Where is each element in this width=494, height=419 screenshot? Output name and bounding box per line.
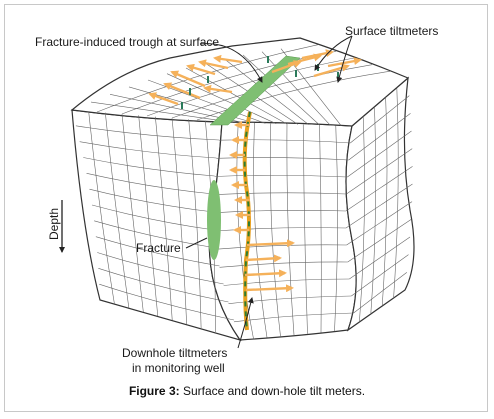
grid-line <box>347 219 412 263</box>
grid-line <box>105 112 130 309</box>
trough-label: Fracture-induced trough at surface <box>35 35 219 49</box>
grid-line <box>79 141 217 159</box>
grid-line <box>166 73 277 124</box>
grid-line <box>345 183 413 229</box>
grid-line <box>347 130 412 178</box>
grid-line <box>97 252 224 285</box>
grid-line <box>86 173 214 195</box>
grid-line <box>138 115 159 317</box>
downhole-tilt-arrow <box>245 254 282 263</box>
fracture-leader <box>185 237 208 249</box>
figure-caption: Figure 3: Surface and down-hole tilt met… <box>0 384 494 398</box>
grid-line <box>286 123 295 336</box>
grid-line <box>351 254 409 297</box>
grid-line <box>213 209 346 214</box>
caption-text: Surface and down-hole tilt meters. <box>179 384 366 398</box>
grid-line <box>359 116 365 323</box>
grid-line <box>83 157 215 177</box>
surface-tilt-arrow <box>287 53 322 66</box>
surface-tilt-arrow <box>301 49 334 60</box>
surface-tilt-arrow <box>148 92 179 106</box>
grid-line <box>91 204 215 231</box>
downhole-tilt-arrow <box>245 284 294 293</box>
monitoring-well <box>242 111 252 331</box>
grid-line <box>353 272 407 314</box>
grid-line <box>89 188 214 213</box>
surface-tilt-arrow <box>271 60 302 74</box>
right-side-face <box>345 76 415 332</box>
grid-line <box>350 95 410 144</box>
grid-line <box>223 278 350 286</box>
grid-line <box>99 283 235 321</box>
surface-tilt-arrow <box>170 70 206 88</box>
grid-line <box>346 148 413 195</box>
grid-line <box>228 295 352 304</box>
grid-line <box>75 125 220 141</box>
grid-line <box>196 71 391 121</box>
grid-line <box>155 116 173 321</box>
depth-label: Depth <box>47 208 61 240</box>
surface-tilt-arrow <box>198 59 229 70</box>
grid-line <box>393 87 399 299</box>
grid-line <box>349 236 411 280</box>
grid-line <box>346 201 413 246</box>
downhole-label-line1: Downhole tiltmeters <box>122 346 227 360</box>
tiltmeter-leader-2 <box>336 35 353 83</box>
downhole-tilt-arrow <box>246 239 295 248</box>
downhole-tilt-arrow <box>244 269 287 278</box>
surface-tiltmeters-label: Surface tiltmeters <box>345 24 438 38</box>
grid-line <box>214 227 347 232</box>
grid-line <box>216 244 347 250</box>
grid-line <box>370 106 377 315</box>
grid-line <box>98 268 229 303</box>
surface-tilt-arrows <box>148 49 362 106</box>
surface-tilt-arrow <box>186 63 216 76</box>
grid-line <box>242 54 320 126</box>
grid-line <box>345 166 413 212</box>
grid-line <box>261 51 331 126</box>
grid-line <box>188 119 202 329</box>
fracture-label: Fracture <box>136 241 181 255</box>
figure-number: Figure 3: <box>128 384 180 398</box>
surface-tilt-arrow <box>213 54 243 64</box>
grid-lines <box>75 44 413 339</box>
grid-line <box>88 111 115 305</box>
surface-tilt-arrow <box>203 84 233 94</box>
grid-line <box>302 124 308 334</box>
tiltmeter-leader-1 <box>314 35 353 71</box>
grid-line <box>334 125 338 332</box>
trough-leader <box>199 43 263 83</box>
grid-line <box>348 113 411 161</box>
grid-line <box>214 174 348 178</box>
grid-line <box>95 236 220 267</box>
downhole-leader <box>237 297 254 349</box>
grid-line <box>269 123 281 337</box>
grid-line <box>223 58 309 125</box>
downhole-label-line2: in monitoring well <box>132 361 225 375</box>
grid-line <box>213 192 347 195</box>
grid-line <box>96 44 319 113</box>
grid-line <box>253 122 268 338</box>
downhole-tilt-arrows <box>229 121 295 293</box>
grid-line <box>381 97 388 307</box>
fracture-ellipse <box>207 180 221 260</box>
grid-line <box>121 113 144 313</box>
grid-line <box>146 57 355 117</box>
grid-line <box>219 261 348 268</box>
grid-line <box>171 117 187 325</box>
grid-line <box>185 67 288 125</box>
surface-tilt-arrow <box>163 82 201 100</box>
surface-tilt-arrow <box>327 57 362 68</box>
grid-line <box>94 220 217 249</box>
grid-line <box>319 124 322 333</box>
